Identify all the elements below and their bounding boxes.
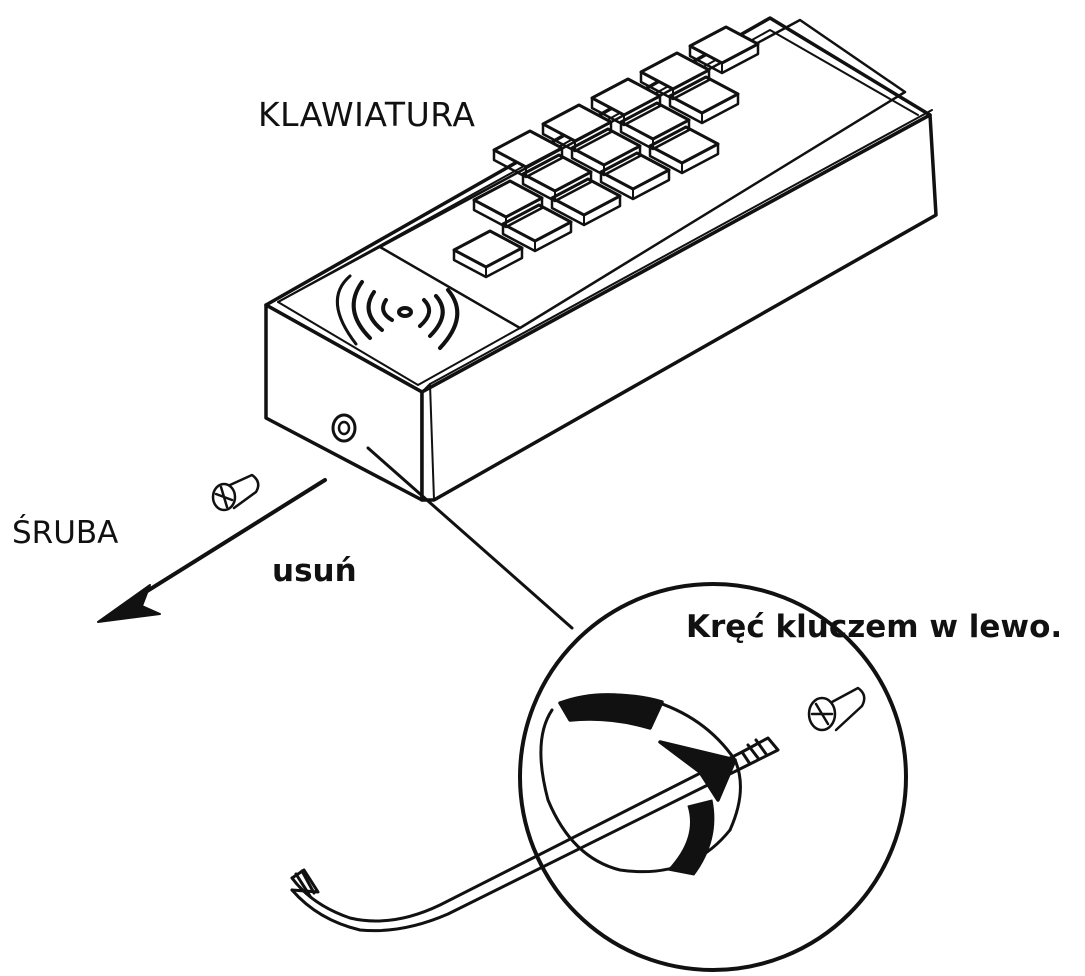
keypad-key [639, 51, 711, 101]
rfid-waves-icon [336, 274, 460, 350]
keypad-device [264, 16, 938, 502]
keypad-key [550, 177, 622, 227]
device-side-face [420, 113, 938, 502]
keypad-key [688, 25, 760, 75]
keypad-key [472, 179, 544, 229]
screw-label: ŚRUBA [12, 515, 119, 551]
keypad-key [452, 229, 524, 279]
keypad-key [619, 101, 691, 151]
counterclockwise-arrow-icon [539, 693, 742, 876]
hex-key-icon [290, 736, 780, 933]
keypad-label: KLAWIATURA [258, 95, 476, 134]
keypad-key [648, 125, 720, 175]
keypad-key [590, 77, 662, 127]
keypad-key [570, 127, 642, 177]
screw-icon [211, 473, 260, 512]
keypad-key [501, 203, 573, 253]
screw-hole [331, 413, 357, 443]
keypad-key [492, 129, 564, 179]
keypad-key [599, 151, 671, 201]
keypad-key [521, 153, 593, 203]
leader-line [366, 446, 574, 630]
turn-instruction-label: Kręć kluczem w lewo. [686, 609, 1063, 645]
magnifier-detail [290, 582, 908, 972]
arrow-left-icon [97, 478, 327, 623]
keypad-key [541, 103, 613, 153]
keypad-keys [452, 25, 760, 279]
keypad-key [668, 75, 740, 125]
remove-label: usuń [272, 553, 357, 589]
detail-screw-icon [807, 686, 866, 732]
